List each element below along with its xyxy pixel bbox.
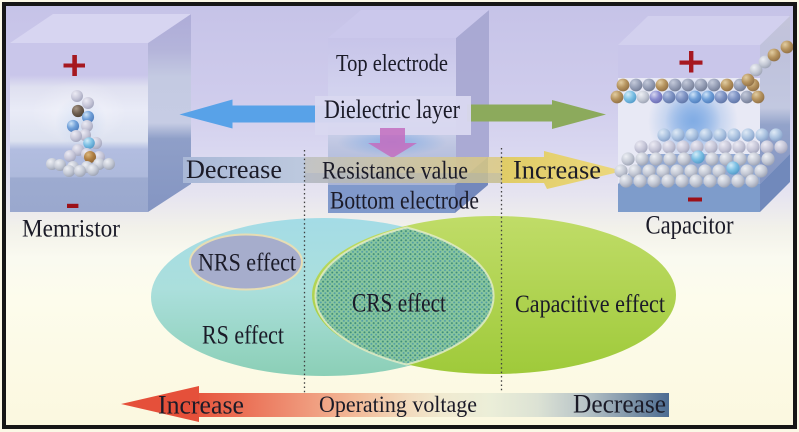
svg-text:NRS effect: NRS effect (198, 250, 296, 277)
svg-text:Capacitive effect: Capacitive effect (515, 291, 665, 318)
svg-text:RS effect: RS effect (202, 321, 285, 350)
svg-text:CRS effect: CRS effect (352, 289, 447, 318)
svg-text:Resistance value: Resistance value (322, 158, 468, 185)
svg-text:Dielectric layer: Dielectric layer (324, 95, 460, 124)
svg-text:Decrease: Decrease (186, 155, 282, 184)
svg-text:Capacitor: Capacitor (646, 211, 734, 240)
svg-text:Increase: Increase (513, 156, 601, 185)
svg-text:Memristor: Memristor (22, 216, 121, 243)
svg-text:Increase: Increase (158, 391, 244, 420)
svg-text:Decrease: Decrease (573, 390, 666, 419)
svg-text:Top electrode: Top electrode (336, 51, 448, 77)
svg-text:Operating voltage: Operating voltage (319, 392, 477, 417)
svg-text:Bottom electrode: Bottom electrode (330, 188, 479, 215)
